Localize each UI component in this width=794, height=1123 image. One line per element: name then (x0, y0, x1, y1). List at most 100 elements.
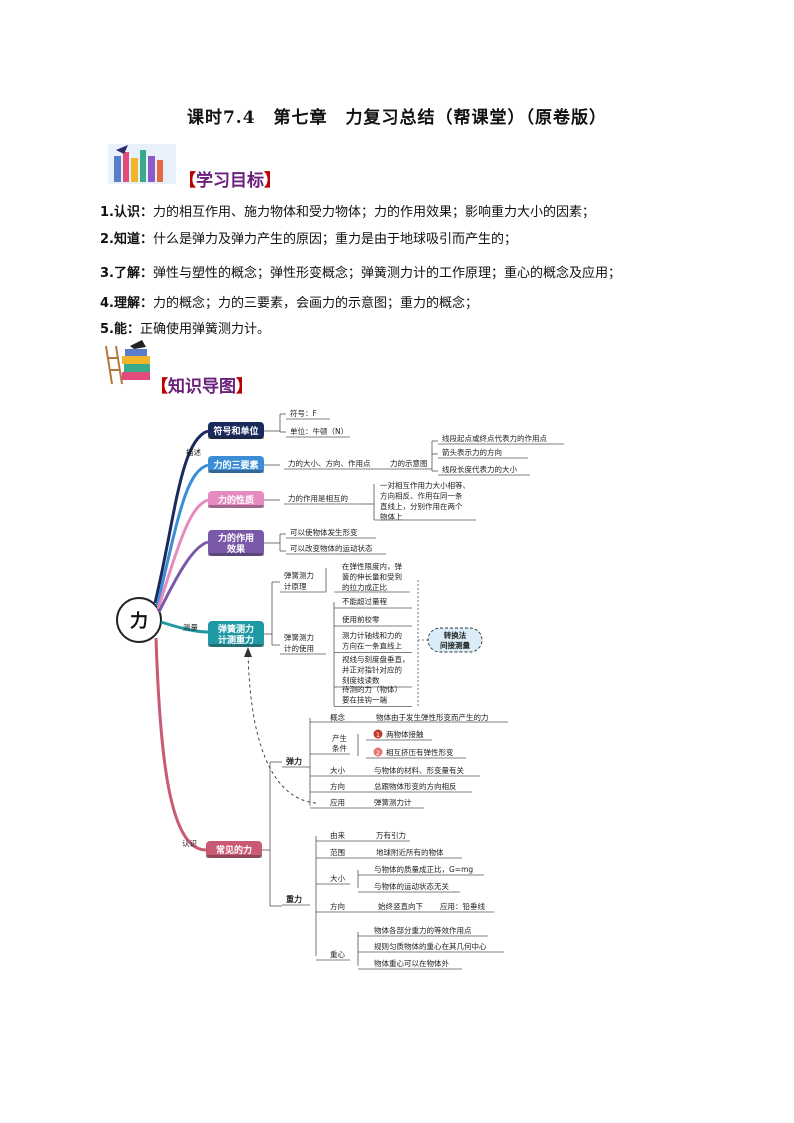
box-three-elements-shadow (208, 470, 264, 473)
gravity-origin-text: 万有引力 (376, 830, 406, 840)
b5-usage-item: 使用前校零 (342, 614, 380, 624)
elastic-concept: 概念 (330, 712, 345, 722)
cond-num-1-text: 1 (376, 731, 380, 739)
branch-5-curve (160, 620, 209, 634)
b1-leaf-unit: 单位：牛顿（N） (290, 426, 348, 436)
b5-principle-1: 弹簧测力 (284, 570, 314, 580)
box-spring-scale-shadow (208, 644, 264, 647)
b5-principle-2: 计原理 (284, 581, 307, 591)
label-spring-1: 弹簧测力 (218, 623, 254, 635)
label-effect-2: 效果 (227, 543, 246, 555)
label-symbol-unit: 符号和单位 (213, 425, 258, 437)
label-three-elements: 力的三要素 (213, 459, 258, 471)
goal-label: 4.理解： (100, 296, 153, 311)
elastic-cond-1: 产生 (332, 733, 347, 743)
box-property (208, 491, 264, 508)
cond-num-2 (373, 747, 383, 757)
elastic-size-text: 与物体的材料、形变量有关 (374, 765, 464, 775)
elastic-label: 弹力 (286, 756, 302, 766)
goal-text: 力的概念；力的三要素，会画力的示意图；重力的概念； (152, 296, 478, 311)
b3-detail-line: 一对相互作用力大小相等、 (380, 480, 470, 490)
goal-item: 3.了解：弹性与塑性的概念；弹性形变概念；弹簧测力计的工作原理；重心的概念及应用… (100, 262, 621, 281)
b2-leaf-3: 线段长度代表力的大小 (442, 464, 517, 474)
branch-6-curve (154, 637, 207, 852)
goal-label: 3.了解： (100, 266, 153, 281)
method-bubble (427, 627, 483, 653)
gravity-size: 大小 (330, 873, 345, 883)
goal-item: 1.认识：力的相互作用、施力物体和受力物体；力的作用效果；影响重力大小的因素； (100, 201, 595, 220)
b5-principle-text: 簧的伸长量和受到 (342, 572, 402, 582)
elastic-cond-item-1: 两物体接触 (386, 729, 424, 739)
box-three-elements (208, 456, 264, 473)
cond-num-2-text: 2 (376, 749, 380, 757)
goal-text: 正确使用弹簧测力计。 (139, 322, 270, 337)
b2-leaf-1: 线段起点或终点代表力的作用点 (442, 433, 547, 443)
b4-leaf-2: 可以改变物体的运动状态 (290, 543, 373, 553)
map-heading: 【知识导图】 (151, 377, 253, 397)
page-title: 课时7.4 第七章 力复习总结（帮课堂）（原卷版） (186, 108, 608, 128)
branch-2-curve (155, 463, 209, 607)
goals-heading: 【学习目标】 (179, 171, 281, 191)
gravity-center-item-2: 规则匀质物体的重心在其几何中心 (374, 941, 487, 951)
b5-principle-text: 的拉力成正比 (342, 582, 387, 592)
b3-detail-line: 方向相反、作用在同一条 (380, 491, 463, 501)
b5-usage-item: 视线与刻度盘垂直， (342, 654, 410, 664)
box-effect-shadow (208, 553, 264, 556)
box-symbol-unit (208, 422, 264, 439)
b2-sub: 力的示意图 (390, 458, 428, 468)
edge-label-describe: 描述 (186, 447, 201, 457)
b3-detail-line: 直线上，分别作用在两个 (380, 501, 463, 511)
box-spring-scale (208, 621, 264, 647)
b5-usage-item: 不能超过量程 (342, 596, 387, 606)
goal-item: 5.能：正确使用弹簧测力计。 (100, 318, 270, 337)
box-symbol-unit-shadow (208, 436, 264, 439)
elastic-concept-text: 物体由于发生弹性形变而产生的力 (376, 712, 489, 722)
goal-label: 5.能： (100, 322, 140, 337)
branch-1-curve (153, 429, 209, 604)
method-label-1: 转换法 (444, 630, 467, 640)
b5-usage-2: 计的使用 (284, 643, 314, 653)
dashed-link (247, 649, 317, 804)
b5-usage-item: 刻度线读数 (342, 675, 380, 685)
b5-principle-text: 在弹性限度内，弹 (342, 561, 402, 571)
label-property: 力的性质 (218, 494, 254, 506)
cond-num-1 (373, 729, 383, 739)
gravity-center-item-1: 物体各部分重力的等效作用点 (374, 925, 472, 935)
branch-3-curve (156, 498, 209, 610)
b5-usage-1: 弹簧测力 (284, 632, 314, 642)
b1-leaf-symbol: 符号：F (290, 408, 317, 418)
b2-leaf-2: 箭头表示力的方向 (442, 447, 502, 457)
goal-text: 力的相互作用、施力物体和受力物体；力的作用效果；影响重力大小的因素； (152, 205, 595, 220)
elastic-size: 大小 (330, 765, 345, 775)
b2-text: 力的大小、方向、作用点 (288, 458, 371, 468)
elastic-cond-2: 条件 (332, 743, 347, 753)
label-effect-1: 力的作用 (218, 532, 254, 544)
gravity-dir-app: 应用：铅垂线 (440, 901, 485, 911)
gravity-dir: 方向 (330, 901, 345, 911)
gravity-range-text: 地球附近所有的物体 (376, 847, 444, 857)
goal-item: 4.理解：力的概念；力的三要素，会画力的示意图；重力的概念； (100, 292, 478, 311)
edge-label-measure: 测量 (183, 623, 198, 632)
b4-leaf-1: 可以使物体发生形变 (290, 527, 358, 537)
gravity-range: 范围 (330, 847, 345, 857)
label-common-forces: 常见的力 (216, 844, 252, 856)
b5-usage-item: 方向在一条直线上 (342, 641, 402, 651)
goal-item: 2.知道：什么是弹力及弹力产生的原因；重力是由于地球吸引而产生的； (100, 228, 517, 247)
box-effect (208, 530, 264, 556)
dashed-link-arrow (244, 647, 252, 657)
elastic-dir-text: 总跟物体形变的方向相反 (374, 781, 457, 791)
elastic-cond-item-2: 相互挤压有弹性形变 (386, 747, 454, 757)
b5-usage-item: 并正对指针对应的 (342, 665, 402, 675)
elastic-app: 应用 (330, 797, 345, 807)
b5-usage-item: 待测的力（物体） (342, 684, 402, 694)
label-spring-2: 计测重力 (218, 634, 254, 646)
gravity-dir-text: 始终竖直向下 (378, 901, 423, 911)
root-label: 力 (130, 611, 148, 632)
gravity-center: 重心 (330, 950, 345, 959)
elastic-app-text: 弹簧测力计 (374, 797, 412, 807)
gravity-size-item-1: 与物体的质量成正比，G=mg (374, 864, 473, 874)
b5-usage-item: 测力计轴线和力的 (342, 630, 402, 640)
edge-label-know: 认识 (182, 838, 197, 848)
goal-text: 什么是弹力及弹力产生的原因；重力是由于地球吸引而产生的； (152, 232, 517, 247)
